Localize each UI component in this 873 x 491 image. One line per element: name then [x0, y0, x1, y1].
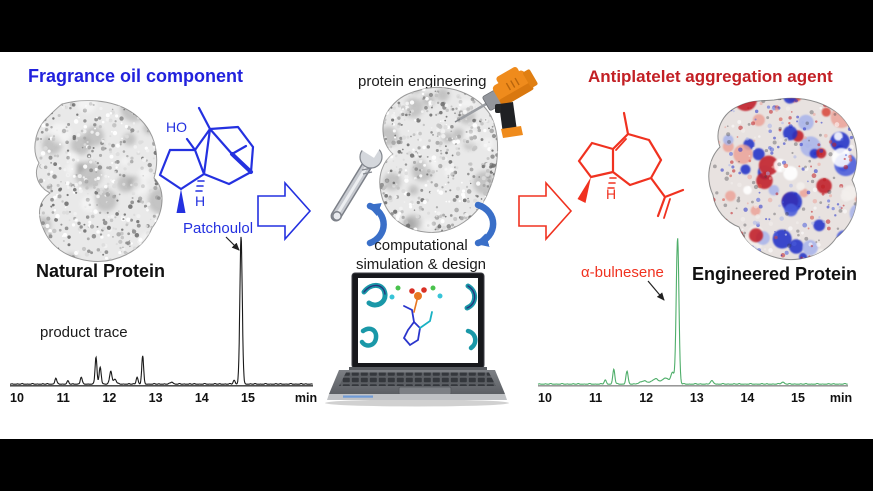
x-tick-label: 15 [791, 391, 805, 405]
figure-title-right: Antiplatelet aggregation agent [588, 67, 833, 86]
figure-title-middle: protein engineering [358, 73, 486, 90]
hydroxyl-label: HO [166, 119, 187, 135]
chromatogram-trace [10, 236, 313, 385]
x-axis-unit-label: min [830, 391, 852, 405]
bulnesene-peak-pointer-arrow [647, 280, 665, 301]
patchoulol-peak-pointer-arrow [225, 236, 240, 251]
bulnesene-structure [577, 111, 685, 219]
x-tick-label: 13 [690, 391, 704, 405]
simulation-screenshot [359, 283, 478, 351]
cycle-caption-line1: computational [374, 237, 467, 254]
x-tick-label: 12 [639, 391, 653, 405]
x-tick-label: 11 [589, 391, 602, 405]
bulnesene-label: α-bulnesene [581, 264, 664, 281]
laptop-illustration [325, 272, 509, 407]
x-tick-label: 13 [149, 391, 163, 405]
natural-protein-caption: Natural Protein [36, 261, 165, 281]
x-tick-label: 10 [538, 391, 552, 405]
x-tick-label: 15 [241, 391, 255, 405]
x-tick-label: 14 [195, 391, 209, 405]
stereo-h-label-right: H [606, 186, 616, 202]
x-tick-label: 12 [102, 391, 116, 405]
blue-right-arrow [257, 180, 312, 242]
chromatogram-trace [537, 238, 848, 385]
gc-trace-engineered: 10 11 12 13 14 15 min [537, 238, 852, 405]
x-tick-label: 11 [57, 391, 70, 405]
x-tick-label: 14 [740, 391, 754, 405]
engineered-protein-caption: Engineered Protein [692, 264, 857, 284]
patchoulol-structure [158, 106, 255, 213]
red-right-arrow [518, 180, 573, 242]
engineered-protein-surface [708, 97, 858, 261]
product-trace-label: product trace [40, 324, 128, 341]
cycle-arrows [366, 201, 497, 247]
drill-icon [454, 67, 538, 138]
patchoulol-label: Patchoulol [183, 220, 253, 237]
cycle-caption-line2: simulation & design [356, 256, 486, 273]
natural-protein-surface [34, 100, 163, 262]
figure-title-left: Fragrance oil component [28, 66, 243, 86]
wrench-icon [330, 135, 384, 222]
x-axis-unit-label: min [295, 391, 317, 405]
x-tick-label: 10 [10, 391, 24, 405]
gc-trace-natural: 10 11 12 13 14 15 min [10, 236, 317, 405]
stereo-h-label-left: H [195, 193, 205, 209]
